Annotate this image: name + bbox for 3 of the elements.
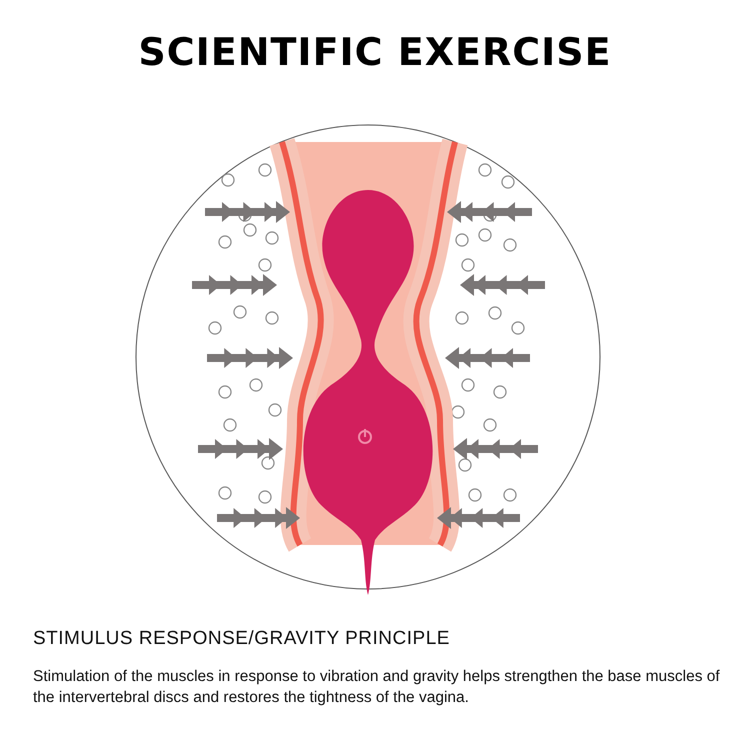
description-paragraph: Stimulation of the muscles in response to vibration and gravity helps strengthen the base muscles of the intervertebral discs and restores the tightness of the vagina. — [33, 667, 721, 708]
title: SCIENTIFIC EXERCISE — [138, 30, 612, 74]
section-heading: STIMULUS RESPONSE/GRAVITY PRINCIPLE — [33, 628, 450, 650]
